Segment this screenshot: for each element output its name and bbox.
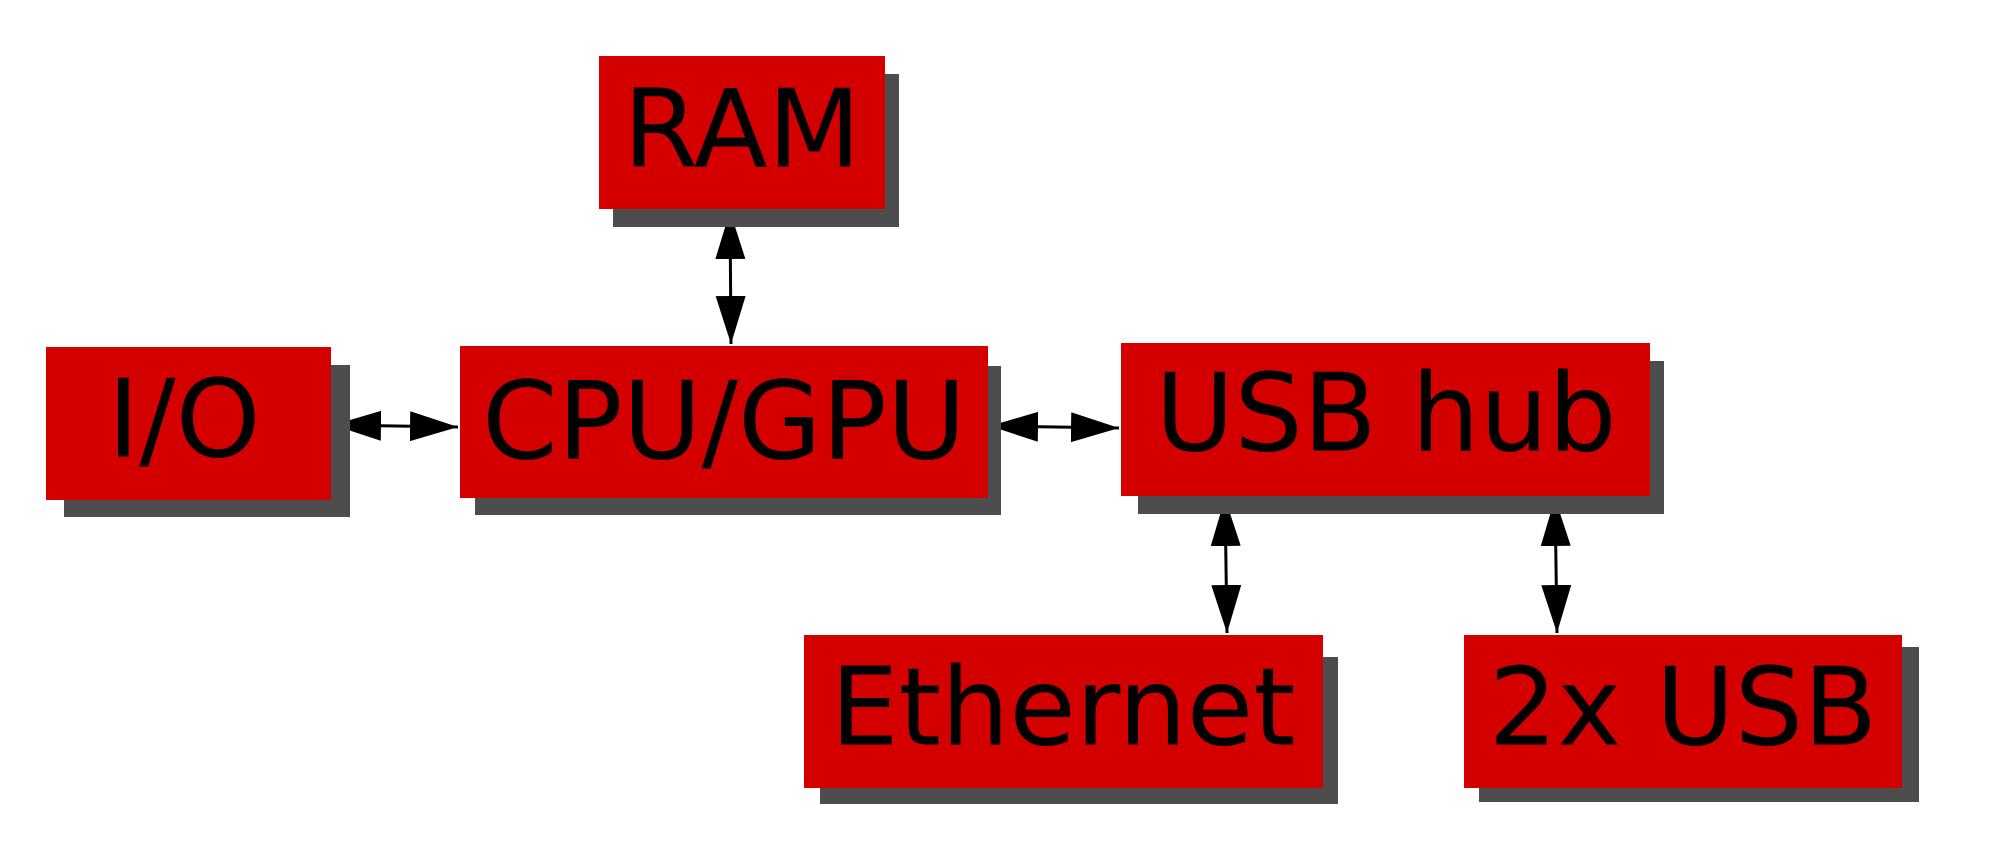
arrow-usb-hub-2x-usb (1540, 497, 1572, 634)
node-box (599, 56, 885, 209)
arrow-cpu-usb-hub (989, 411, 1120, 443)
node-label-cpu-gpu: CPU/GPU (482, 360, 966, 485)
node-box (1464, 635, 1902, 788)
node-usb-hub: USB hub (1121, 343, 1664, 514)
arrow-usb-hub-ethernet (1210, 497, 1242, 634)
node-box (1121, 343, 1650, 496)
arrow-ram-cpu (715, 210, 746, 345)
node-box (804, 635, 1323, 788)
node-label-io: I/O (107, 358, 260, 483)
node-box (460, 346, 988, 498)
node-label-usb-hub: USB hub (1155, 352, 1616, 477)
node-2x-usb: 2x USB (1464, 635, 1919, 802)
arrow-io-cpu (332, 410, 459, 442)
node-io: I/O (46, 347, 350, 517)
node-label-ram: RAM (623, 68, 861, 193)
node-ram: RAM (599, 56, 899, 227)
node-box (46, 347, 331, 500)
node-label-2x-usb: 2x USB (1489, 646, 1878, 771)
node-ethernet: Ethernet (804, 635, 1338, 804)
node-cpu-gpu: CPU/GPU (460, 346, 1001, 515)
node-label-ethernet: Ethernet (830, 646, 1295, 771)
